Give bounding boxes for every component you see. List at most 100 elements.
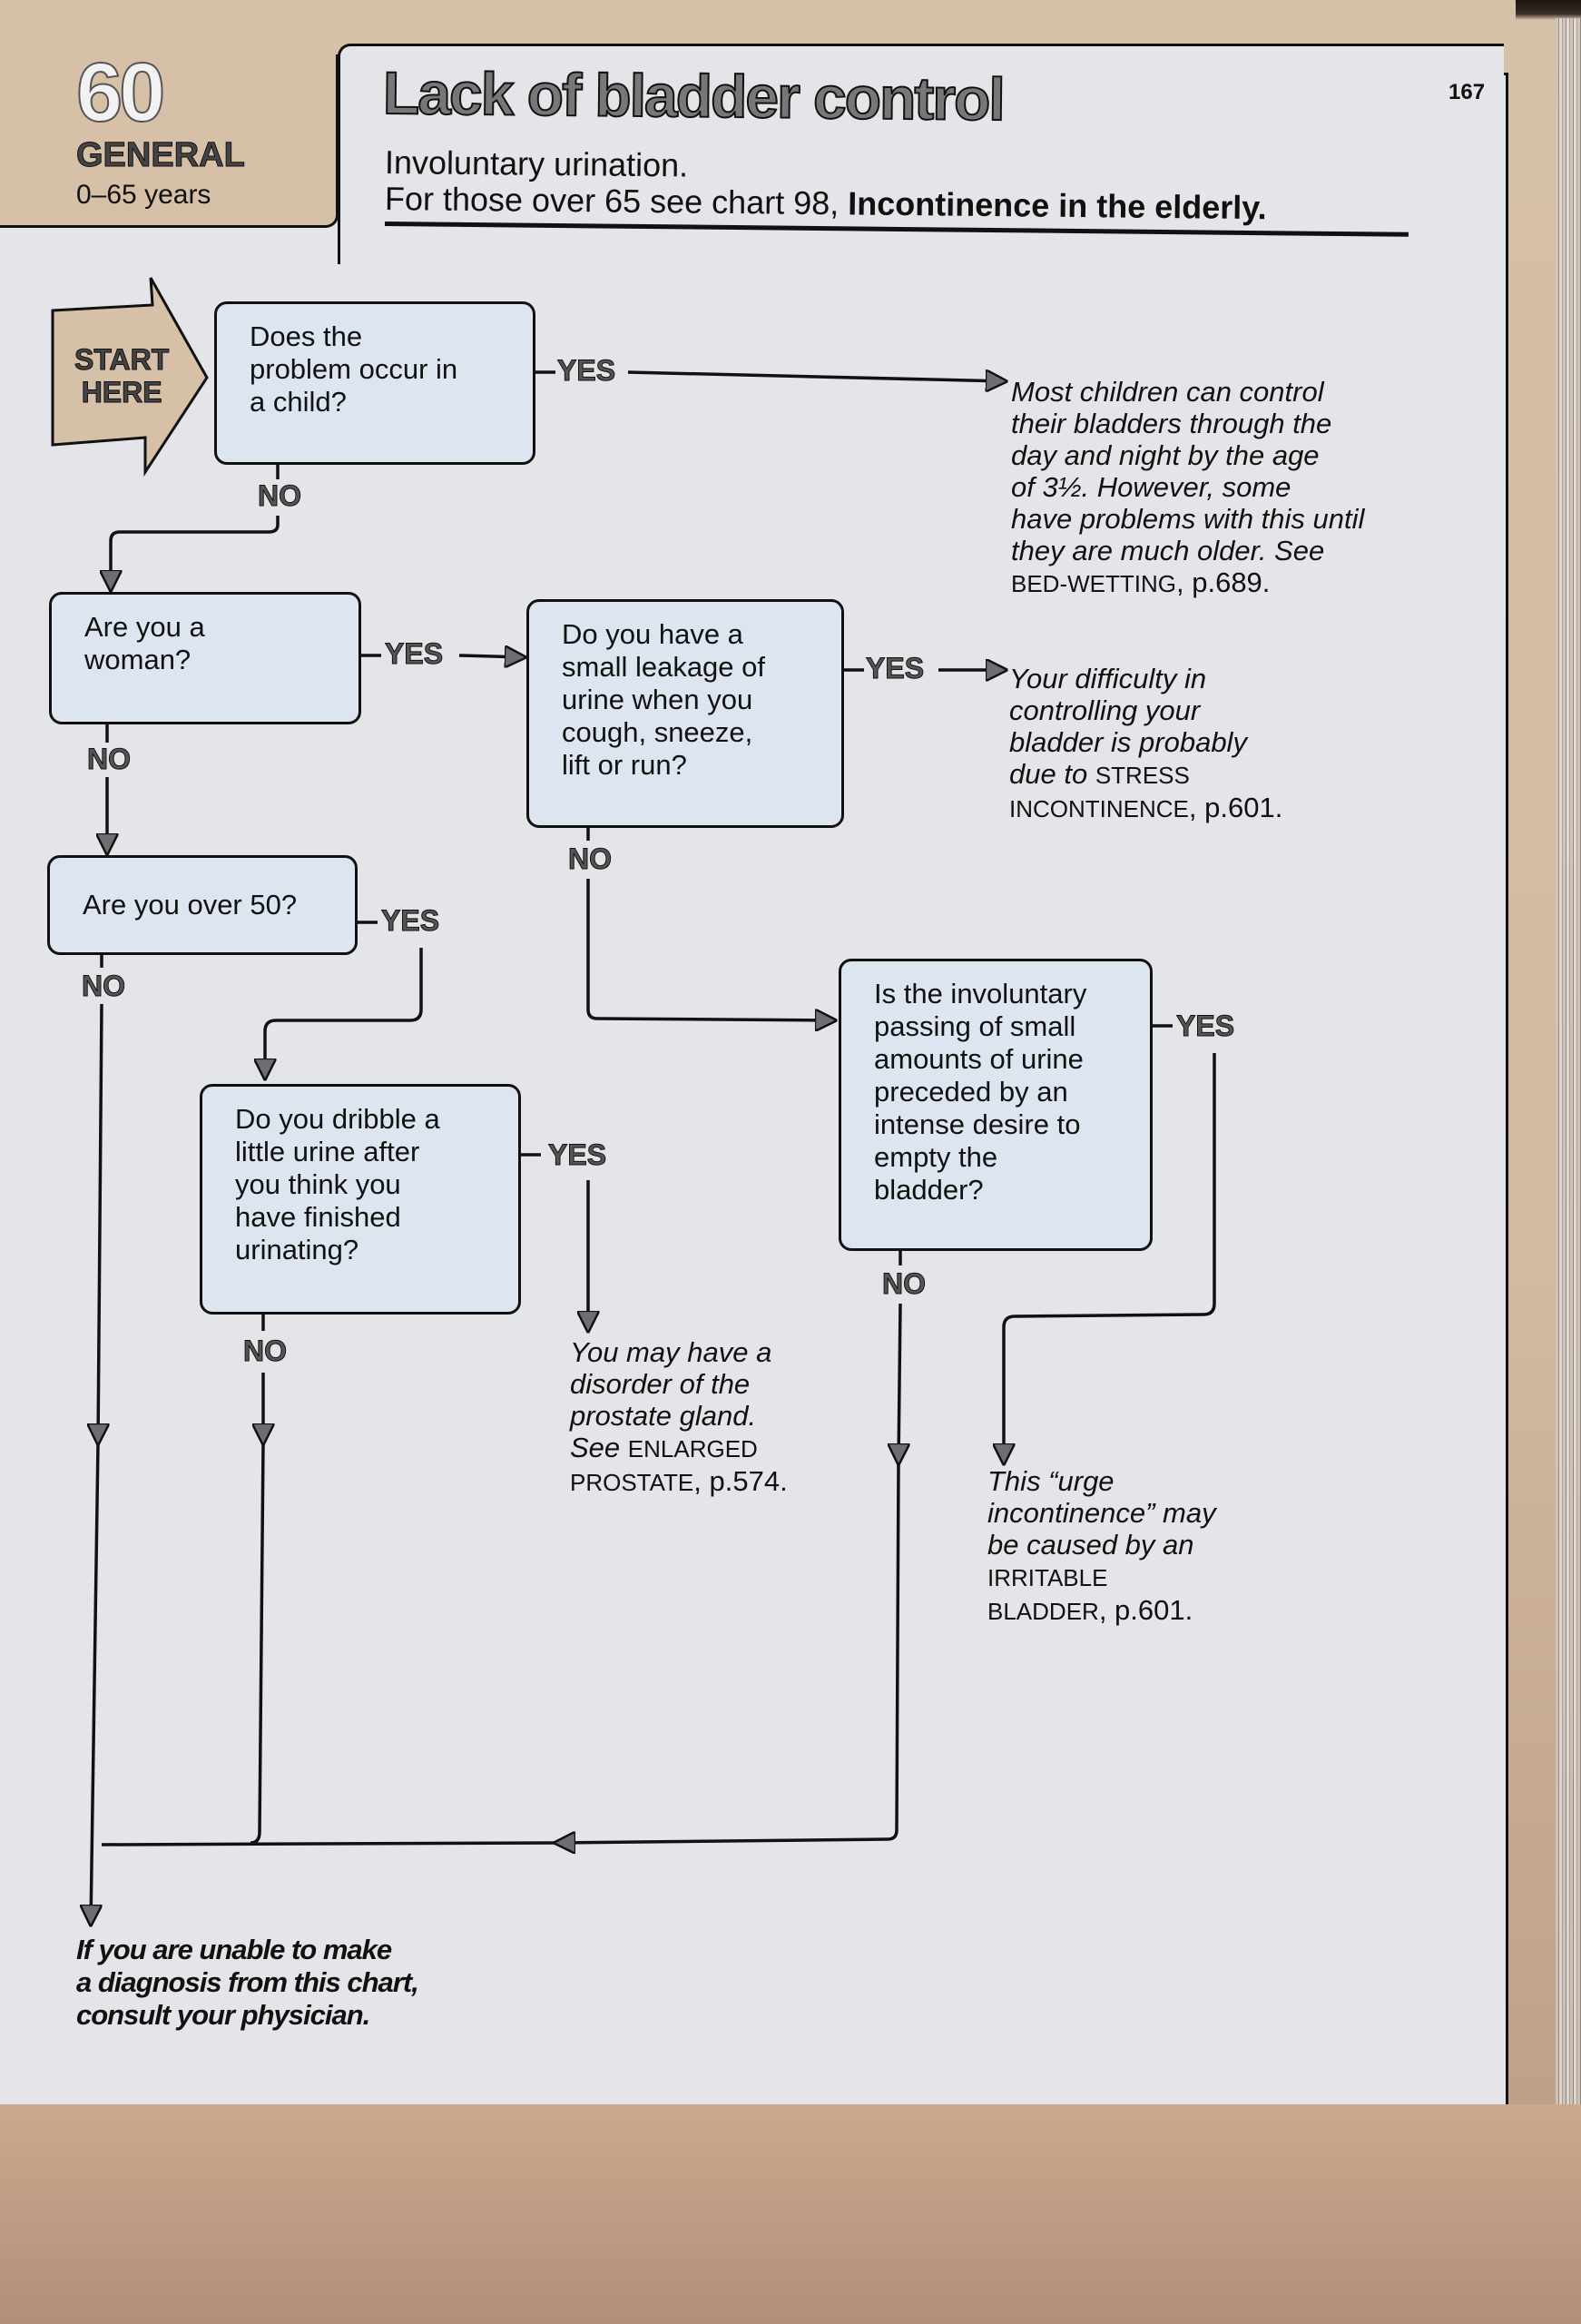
connector-q6-no-join [250,1443,265,1845]
question-text-line: urine when you [562,684,753,715]
result-text-line: they are much older. See [1011,535,1325,566]
chart-number: 60 [75,45,166,140]
connector-q2-yes-arrow [458,655,525,657]
page-bottom-margin [0,2104,1581,2324]
connector-q3-no [586,879,835,1020]
question-text-line: Are you a [84,611,205,643]
result-reference-line: BLADDER, p.601. [987,1594,1216,1628]
question-text-line: Is the involuntary [874,978,1087,1009]
question-text-line: small leakage of [562,651,766,683]
question-text-line: empty the [874,1141,998,1173]
result-reference-line: INCONTINENCE, p.601. [1009,792,1282,825]
condition-link[interactable]: INCONTINENCE [1009,795,1189,822]
final-note-line: If you are unable to make [76,1934,392,1965]
age-range: 0–65 years [76,180,211,210]
question-text-line: bladder? [874,1174,984,1206]
q4-no-label: NO [82,970,126,1003]
result-text-line: bladder is probably [1009,726,1247,758]
page-ref: , p.601. [1188,792,1283,823]
result-text-line: controlling your [1009,694,1201,726]
question-text-line: little urine after [235,1136,420,1167]
connector-q1-no [111,516,280,590]
result-text-line: have problems with this until [1011,503,1365,535]
question-text-line: Are you over 50? [83,889,298,921]
connector-bottom-merge [101,1841,556,1846]
bed-wetting-link[interactable]: BED-WETTING [1011,570,1176,597]
final-note-line: a diagnosis from this chart, [76,1966,419,1998]
result-reference-line: due to STRESS [1009,758,1282,792]
condition-link[interactable]: IRRITABLE [987,1564,1108,1591]
q5-no-label: NO [882,1267,927,1301]
result-text-line: day and night by the age [1011,439,1320,471]
question-text-line: cough, sneeze, [562,716,753,748]
result-text-line: disorder of the [570,1368,751,1400]
result-reference-line: BED-WETTING, p.689. [1011,566,1364,600]
book-page-edges [1556,18,1581,2324]
q2-no-label: NO [87,743,132,776]
connector-q4-yes [265,948,423,1078]
result-text-line: of 3½. However, some [1011,471,1291,503]
condition-link[interactable]: ENLARGED [627,1435,758,1462]
question-text-line: intense desire to [874,1108,1081,1140]
q6-no-label: NO [243,1334,288,1368]
page-ref: , p.574. [693,1465,788,1497]
q2-yes-label: YES [384,637,444,671]
condition-link[interactable]: PROSTATE [570,1469,694,1496]
connector-q1-yes-arrow [627,372,1006,381]
question-text-line: Does the [250,320,363,352]
question-text-line: have finished [235,1201,401,1233]
start-label-line2: HERE [81,376,162,409]
result-text-line: You may have a [570,1336,772,1368]
tab-background [0,0,345,54]
chart-tab [0,54,339,228]
q5-yes-label: YES [1175,1009,1235,1043]
q3-yes-label: YES [865,652,925,685]
condition-link[interactable]: STRESS [1095,762,1190,789]
connector-q5-yes [1004,1053,1216,1463]
result-text-line: their bladders through the [1011,408,1332,439]
q3-no-label: NO [568,842,613,876]
result-reference-line: See ENLARGED [570,1432,788,1465]
final-note-line: consult your physician. [76,1999,370,2031]
question-text-line: Do you dribble a [235,1103,440,1135]
result-text-line: This “urge [987,1465,1115,1497]
question-text-line: Do you have a [562,618,743,650]
page-ref: , p.601. [1098,1594,1193,1626]
question-text-line: preceded by an [874,1076,1068,1108]
q4-yes-label: YES [380,904,440,938]
page-ref: , p.689. [1176,566,1271,598]
header-background [336,0,1516,44]
connector-q5-no-return [555,1462,900,1843]
start-here-label: START HERE [74,343,169,409]
connector-q5-no [899,1303,900,1463]
q1-yes-label: YES [556,354,616,388]
q1-no-label: NO [258,479,302,513]
result-reference-line: PROSTATE, p.574. [570,1465,788,1499]
question-text-line: a child? [250,386,347,418]
result-text-line: be caused by an [987,1529,1194,1561]
question-over-50[interactable]: Are you over 50? [47,855,358,955]
result-reference-line: IRRITABLE [987,1561,1216,1594]
question-text-line: passing of small [874,1010,1076,1042]
condition-link[interactable]: BLADDER [987,1598,1099,1625]
result-prefix: due to [1009,758,1095,790]
result-text-line: prostate gland. [570,1400,757,1432]
result-prefix: See [570,1432,628,1463]
question-text-line: woman? [84,644,191,675]
question-text-line: lift or run? [562,749,687,781]
question-text-line: amounts of urine [874,1043,1084,1075]
start-label-line1: START [74,343,170,377]
page-number: 167 [1448,80,1486,104]
start-here-arrow [51,277,209,478]
result-text-line: incontinence” may [987,1497,1216,1529]
result-text-line: Most children can control [1011,376,1324,408]
